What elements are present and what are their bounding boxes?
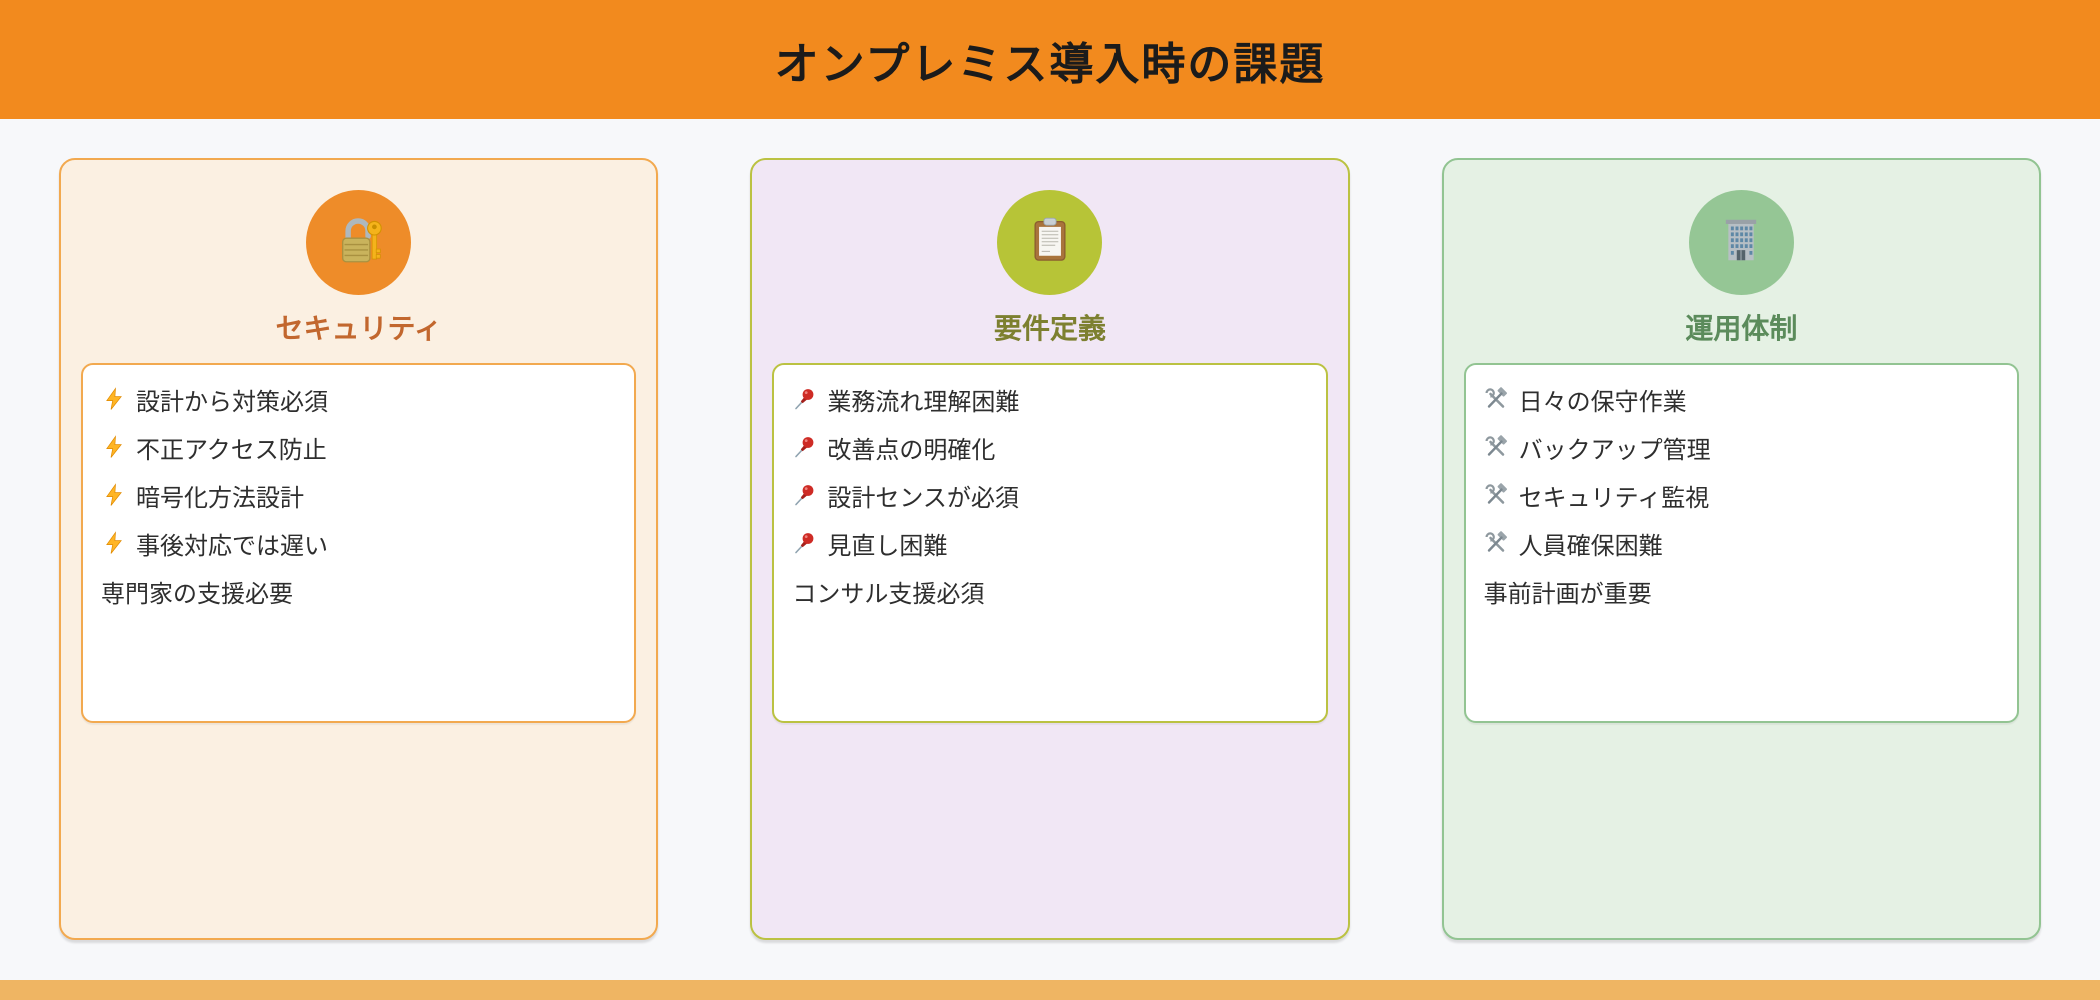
office-building-icon — [1714, 213, 1768, 272]
lightning-bolt-icon — [101, 387, 126, 412]
item-list: 業務流れ理解困難 改善点の明確化 設計センスが必須 — [792, 375, 1307, 615]
list-item-text: 見直し困難 — [827, 532, 948, 560]
hammer-and-wrench-icon — [1484, 387, 1509, 412]
lightning-bolt-icon — [101, 483, 126, 508]
list-item-text: 暗号化方法設計 — [136, 484, 304, 512]
list-item-text: 専門家の支援必要 — [101, 580, 293, 608]
pushpin-icon — [792, 435, 817, 460]
card-title: 要件定義 — [993, 313, 1106, 344]
bottom-accent-bar — [0, 980, 2100, 1000]
list-item-text: 不正アクセス防止 — [136, 436, 327, 464]
list-item-text: セキュリティ監視 — [1518, 484, 1710, 512]
card-title: 運用体制 — [1685, 313, 1798, 344]
page-title: オンプレミス導入時の課題 — [774, 39, 1326, 89]
lightning-bolt-icon — [101, 435, 126, 460]
card-icon-circle — [997, 190, 1103, 295]
card-requirements: 要件定義 業務流れ理解困難 改善点の明確化 — [750, 158, 1350, 940]
card-title: セキュリティ — [275, 313, 442, 344]
cards-row: セキュリティ 設計から対策必須 不正アクセス防止 — [0, 119, 2100, 940]
list-item-text: バックアップ管理 — [1518, 436, 1711, 464]
card-item-panel: 設計から対策必須 不正アクセス防止 暗号化方法設計 — [81, 363, 637, 723]
list-item-text: 人員確保困難 — [1518, 532, 1663, 560]
list-item: 業務流れ理解困難 — [792, 375, 1307, 423]
list-item: 事後対応では遅い — [101, 519, 616, 567]
list-item-text: 日々の保守作業 — [1518, 388, 1687, 416]
list-item-text: 設計から対策必須 — [136, 388, 328, 416]
list-item: 事前計画が重要 — [1484, 567, 1999, 615]
item-list: 日々の保守作業 バックアップ管理 セキュリティ監視 — [1484, 375, 1999, 615]
hammer-and-wrench-icon — [1484, 531, 1509, 556]
hammer-and-wrench-icon — [1484, 483, 1509, 508]
list-item-text: 設計センスが必須 — [827, 484, 1019, 512]
pushpin-icon — [792, 387, 817, 412]
lightning-bolt-icon — [101, 531, 126, 556]
list-item: 日々の保守作業 — [1484, 375, 1999, 423]
list-item-text: コンサル支援必須 — [792, 580, 985, 608]
list-item: セキュリティ監視 — [1484, 471, 1999, 519]
list-item: 不正アクセス防止 — [101, 423, 616, 471]
list-item-text: 事前計画が重要 — [1483, 580, 1652, 608]
list-item: 改善点の明確化 — [792, 423, 1307, 471]
list-item-text: 改善点の明確化 — [827, 436, 996, 464]
list-item: コンサル支援必須 — [792, 567, 1307, 615]
pushpin-icon — [792, 531, 817, 556]
card-security: セキュリティ 設計から対策必須 不正アクセス防止 — [59, 158, 659, 940]
title-bar: オンプレミス導入時の課題 — [0, 0, 2100, 119]
card-operations: 運用体制 日々の保守作業 バックアップ管理 — [1441, 158, 2041, 940]
hammer-and-wrench-icon — [1484, 435, 1509, 460]
item-list: 設計から対策必須 不正アクセス防止 暗号化方法設計 — [101, 375, 616, 615]
list-item-text: 事後対応では遅い — [136, 532, 328, 560]
list-item-text: 業務流れ理解困難 — [827, 388, 1020, 416]
list-item: 専門家の支援必要 — [101, 567, 616, 615]
list-item: 暗号化方法設計 — [101, 471, 616, 519]
card-item-panel: 業務流れ理解困難 改善点の明確化 設計センスが必須 — [772, 363, 1328, 723]
card-item-panel: 日々の保守作業 バックアップ管理 セキュリティ監視 — [1463, 363, 2019, 723]
card-icon-circle — [306, 190, 412, 295]
lock-with-key-icon — [330, 211, 388, 274]
pushpin-icon — [792, 483, 817, 508]
clipboard-icon — [1022, 212, 1078, 273]
list-item: 人員確保困難 — [1484, 519, 1999, 567]
list-item: 設計センスが必須 — [792, 471, 1307, 519]
list-item: 見直し困難 — [792, 519, 1307, 567]
card-icon-circle — [1688, 190, 1794, 295]
list-item: バックアップ管理 — [1484, 423, 1999, 471]
list-item: 設計から対策必須 — [101, 375, 616, 423]
